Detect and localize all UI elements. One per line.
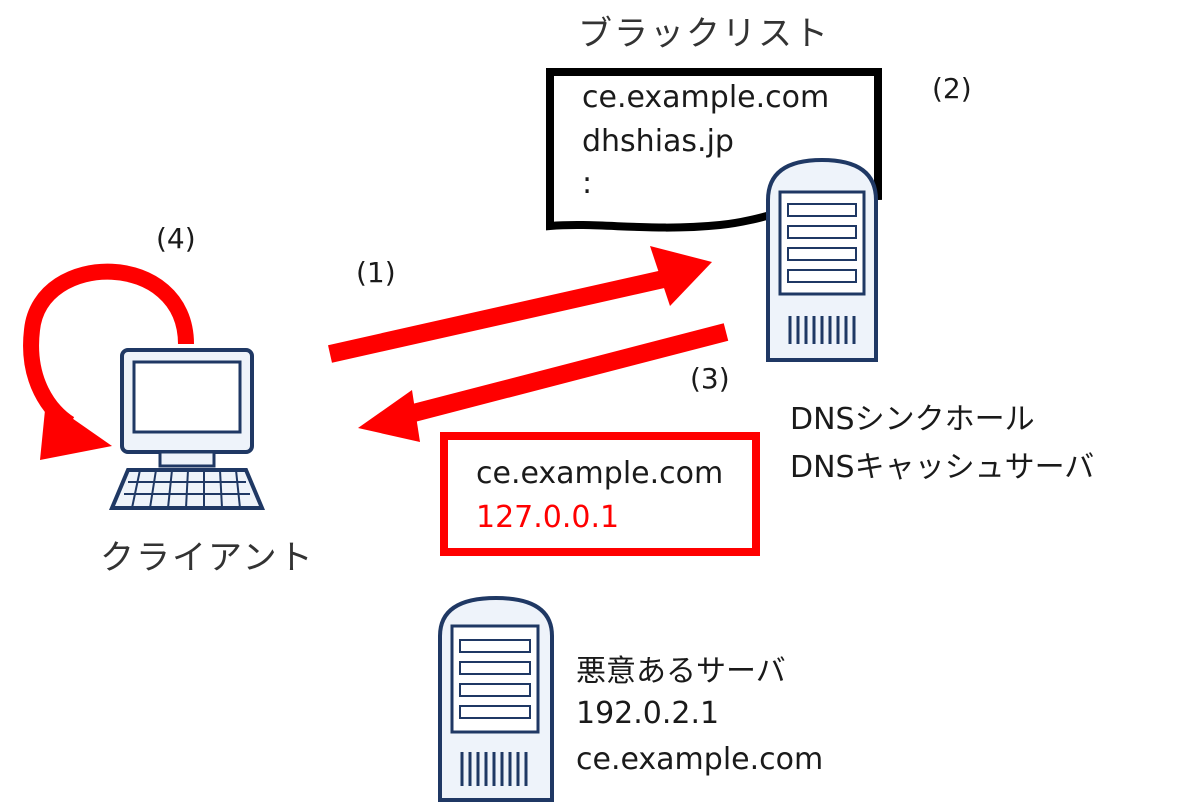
loop-arrow-icon (23, 263, 194, 460)
malicious-server-domain: ce.example.com (576, 742, 824, 777)
step-4-label: (4) (156, 222, 196, 255)
response-ip: 127.0.0.1 (476, 500, 620, 535)
dns-server-label: DNSキャッシュサーバ (790, 450, 1095, 485)
dns-server-label: DNSシンクホール (790, 402, 1035, 437)
response-arrow (358, 323, 729, 442)
step-2-label: (2) (932, 72, 972, 105)
blacklist-entry: : (582, 166, 593, 201)
step-3-label: (3) (690, 362, 730, 395)
blacklist-entry: dhshias.jp (582, 124, 734, 159)
blacklist-title: ブラックリスト (578, 14, 830, 54)
response-domain: ce.example.com (476, 456, 724, 491)
dns-response-box: ce.example.com 127.0.0.1 (440, 432, 760, 556)
request-arrow (328, 246, 712, 363)
server-icon (438, 595, 554, 802)
server-icon (766, 157, 878, 362)
malicious-server-ip: 192.0.2.1 (576, 696, 720, 731)
client-label: クライアント (100, 538, 315, 578)
step-1-label: (1) (356, 256, 396, 289)
computer-icon (108, 348, 266, 510)
malicious-server-name: 悪意あるサーバ (576, 654, 786, 689)
blacklist-entry: ce.example.com (582, 80, 830, 115)
